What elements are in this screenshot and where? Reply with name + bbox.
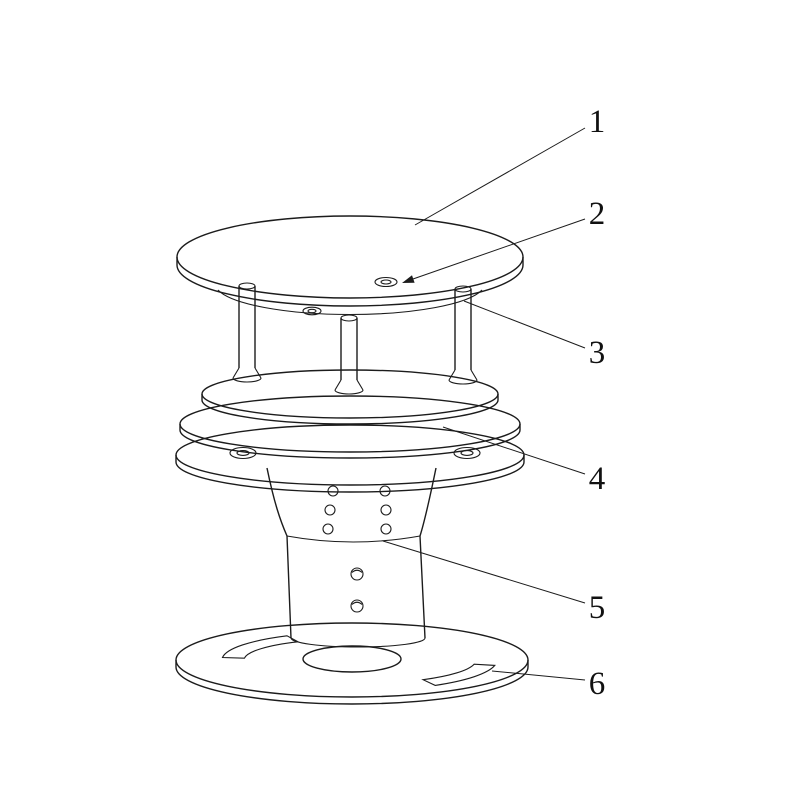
- callout-1-leader: [414, 127, 586, 226]
- post-left: [232, 282, 262, 383]
- callout-1-label: 1: [589, 104, 606, 140]
- callout-3-leader: [463, 300, 586, 349]
- callout-4-label: 4: [589, 461, 606, 497]
- base-plate: [175, 622, 529, 705]
- callout-3-label: 3: [589, 335, 606, 371]
- ring-bottom: [175, 424, 525, 493]
- deck-fitting: [374, 276, 398, 288]
- post-center: [334, 314, 364, 395]
- ring-middle: [179, 395, 521, 459]
- callout-6-label: 6: [589, 666, 606, 702]
- deck-port: [302, 306, 322, 316]
- callout-6-leader: [491, 670, 586, 681]
- slot-right: [421, 663, 496, 686]
- post-right: [448, 285, 478, 385]
- callout-2-arrowhead: [402, 275, 415, 283]
- ring-top: [201, 369, 499, 425]
- callout-5-label: 5: [589, 590, 606, 626]
- mounting-posts: [232, 282, 478, 395]
- shield-rings: [175, 369, 525, 493]
- fastener-holes: [350, 567, 364, 613]
- callout-2-leader: [412, 218, 586, 280]
- callout-4-leader: [442, 426, 586, 475]
- callout-5-leader: [382, 540, 586, 604]
- top-cap: [176, 215, 524, 316]
- callout-2-label: 2: [589, 196, 606, 232]
- callouts: 1 2 3 4 5 6: [382, 104, 606, 702]
- sensor-body: [266, 467, 437, 648]
- vent-holes: [322, 485, 392, 535]
- slot-left: [221, 635, 300, 659]
